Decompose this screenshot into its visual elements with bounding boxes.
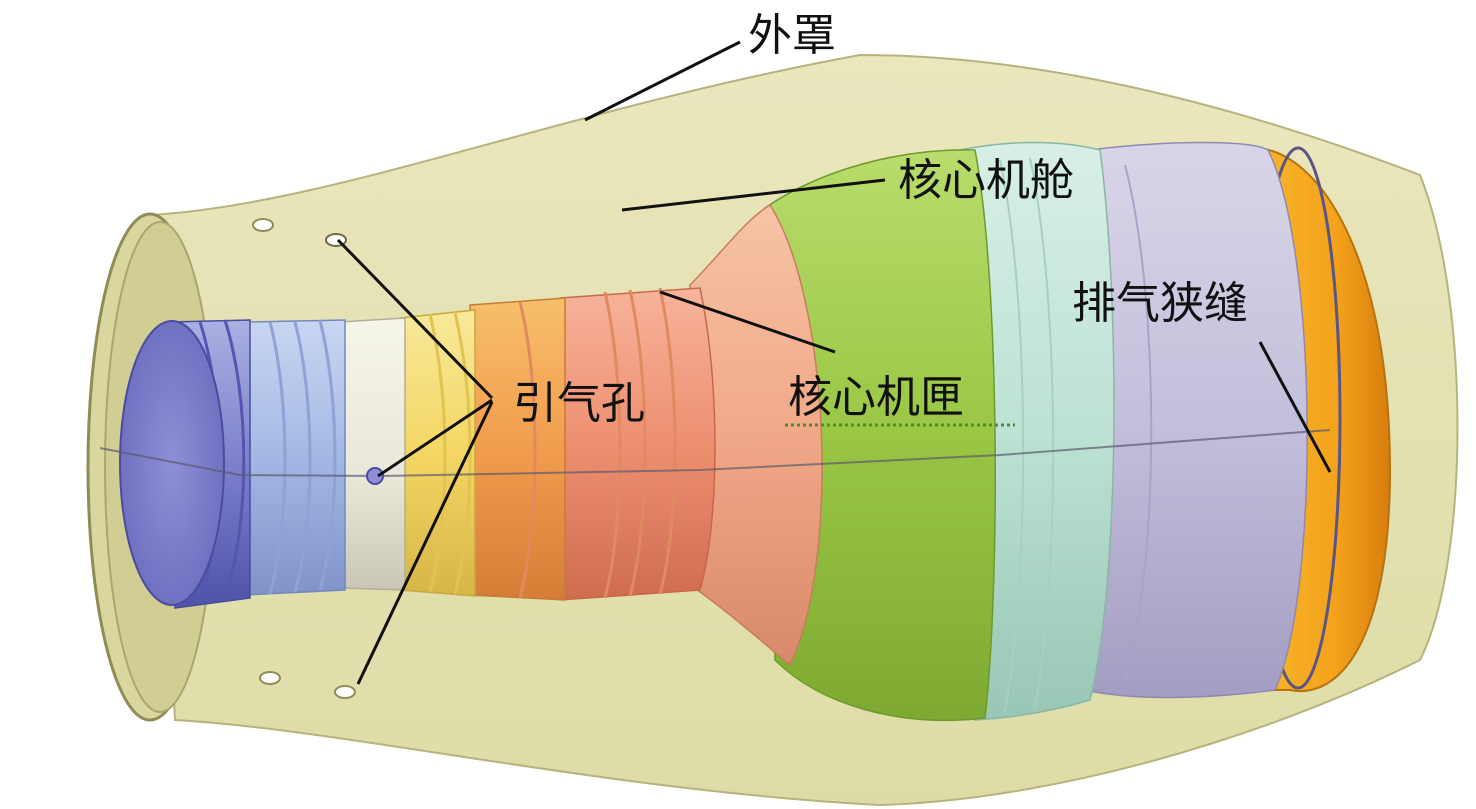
lavender-section: [1084, 141, 1308, 699]
leader-lines: [336, 40, 1332, 685]
bleed-holes: [252, 218, 384, 699]
bleed-hole: [252, 218, 274, 232]
white-section: [339, 317, 406, 591]
bleed-hole: [334, 685, 356, 699]
orange-section: [469, 297, 566, 601]
leader-casing: [584, 40, 741, 122]
label-exhaust-slot: 排气狭缝: [1072, 278, 1248, 329]
lavender-groove: [1124, 164, 1153, 681]
leader-bleed-1: [336, 238, 494, 400]
light-blue-section: [244, 319, 346, 596]
teal-groove-2: [1029, 157, 1055, 709]
label-core-casing: 核心机匣: [788, 372, 964, 423]
leader-exhaust-slot: [1258, 341, 1332, 473]
teal-band: [959, 141, 1115, 721]
compressor-rings: [518, 287, 677, 599]
label-core-nacelle: 核心机舱: [898, 155, 1074, 206]
leader-core-nacelle: [621, 178, 886, 212]
teal-groove-1: [999, 159, 1025, 713]
leader-bleed-3: [356, 401, 494, 685]
leader-bleed-2: [377, 398, 493, 478]
bleed-hole-inner: [366, 467, 384, 485]
leader-core-casing: [659, 290, 836, 354]
green-nacelle: [764, 149, 996, 721]
seam-line: [99, 429, 1331, 478]
yellow-rings: [428, 311, 472, 595]
label-casing: 外罩: [748, 10, 836, 61]
bleed-hole: [259, 671, 281, 685]
inlet-face: [119, 320, 225, 606]
light-blue-rings: [268, 319, 337, 595]
salmon-section: [559, 287, 716, 601]
peach-cone: [689, 203, 823, 667]
label-bleed-holes: 引气孔: [513, 378, 645, 429]
